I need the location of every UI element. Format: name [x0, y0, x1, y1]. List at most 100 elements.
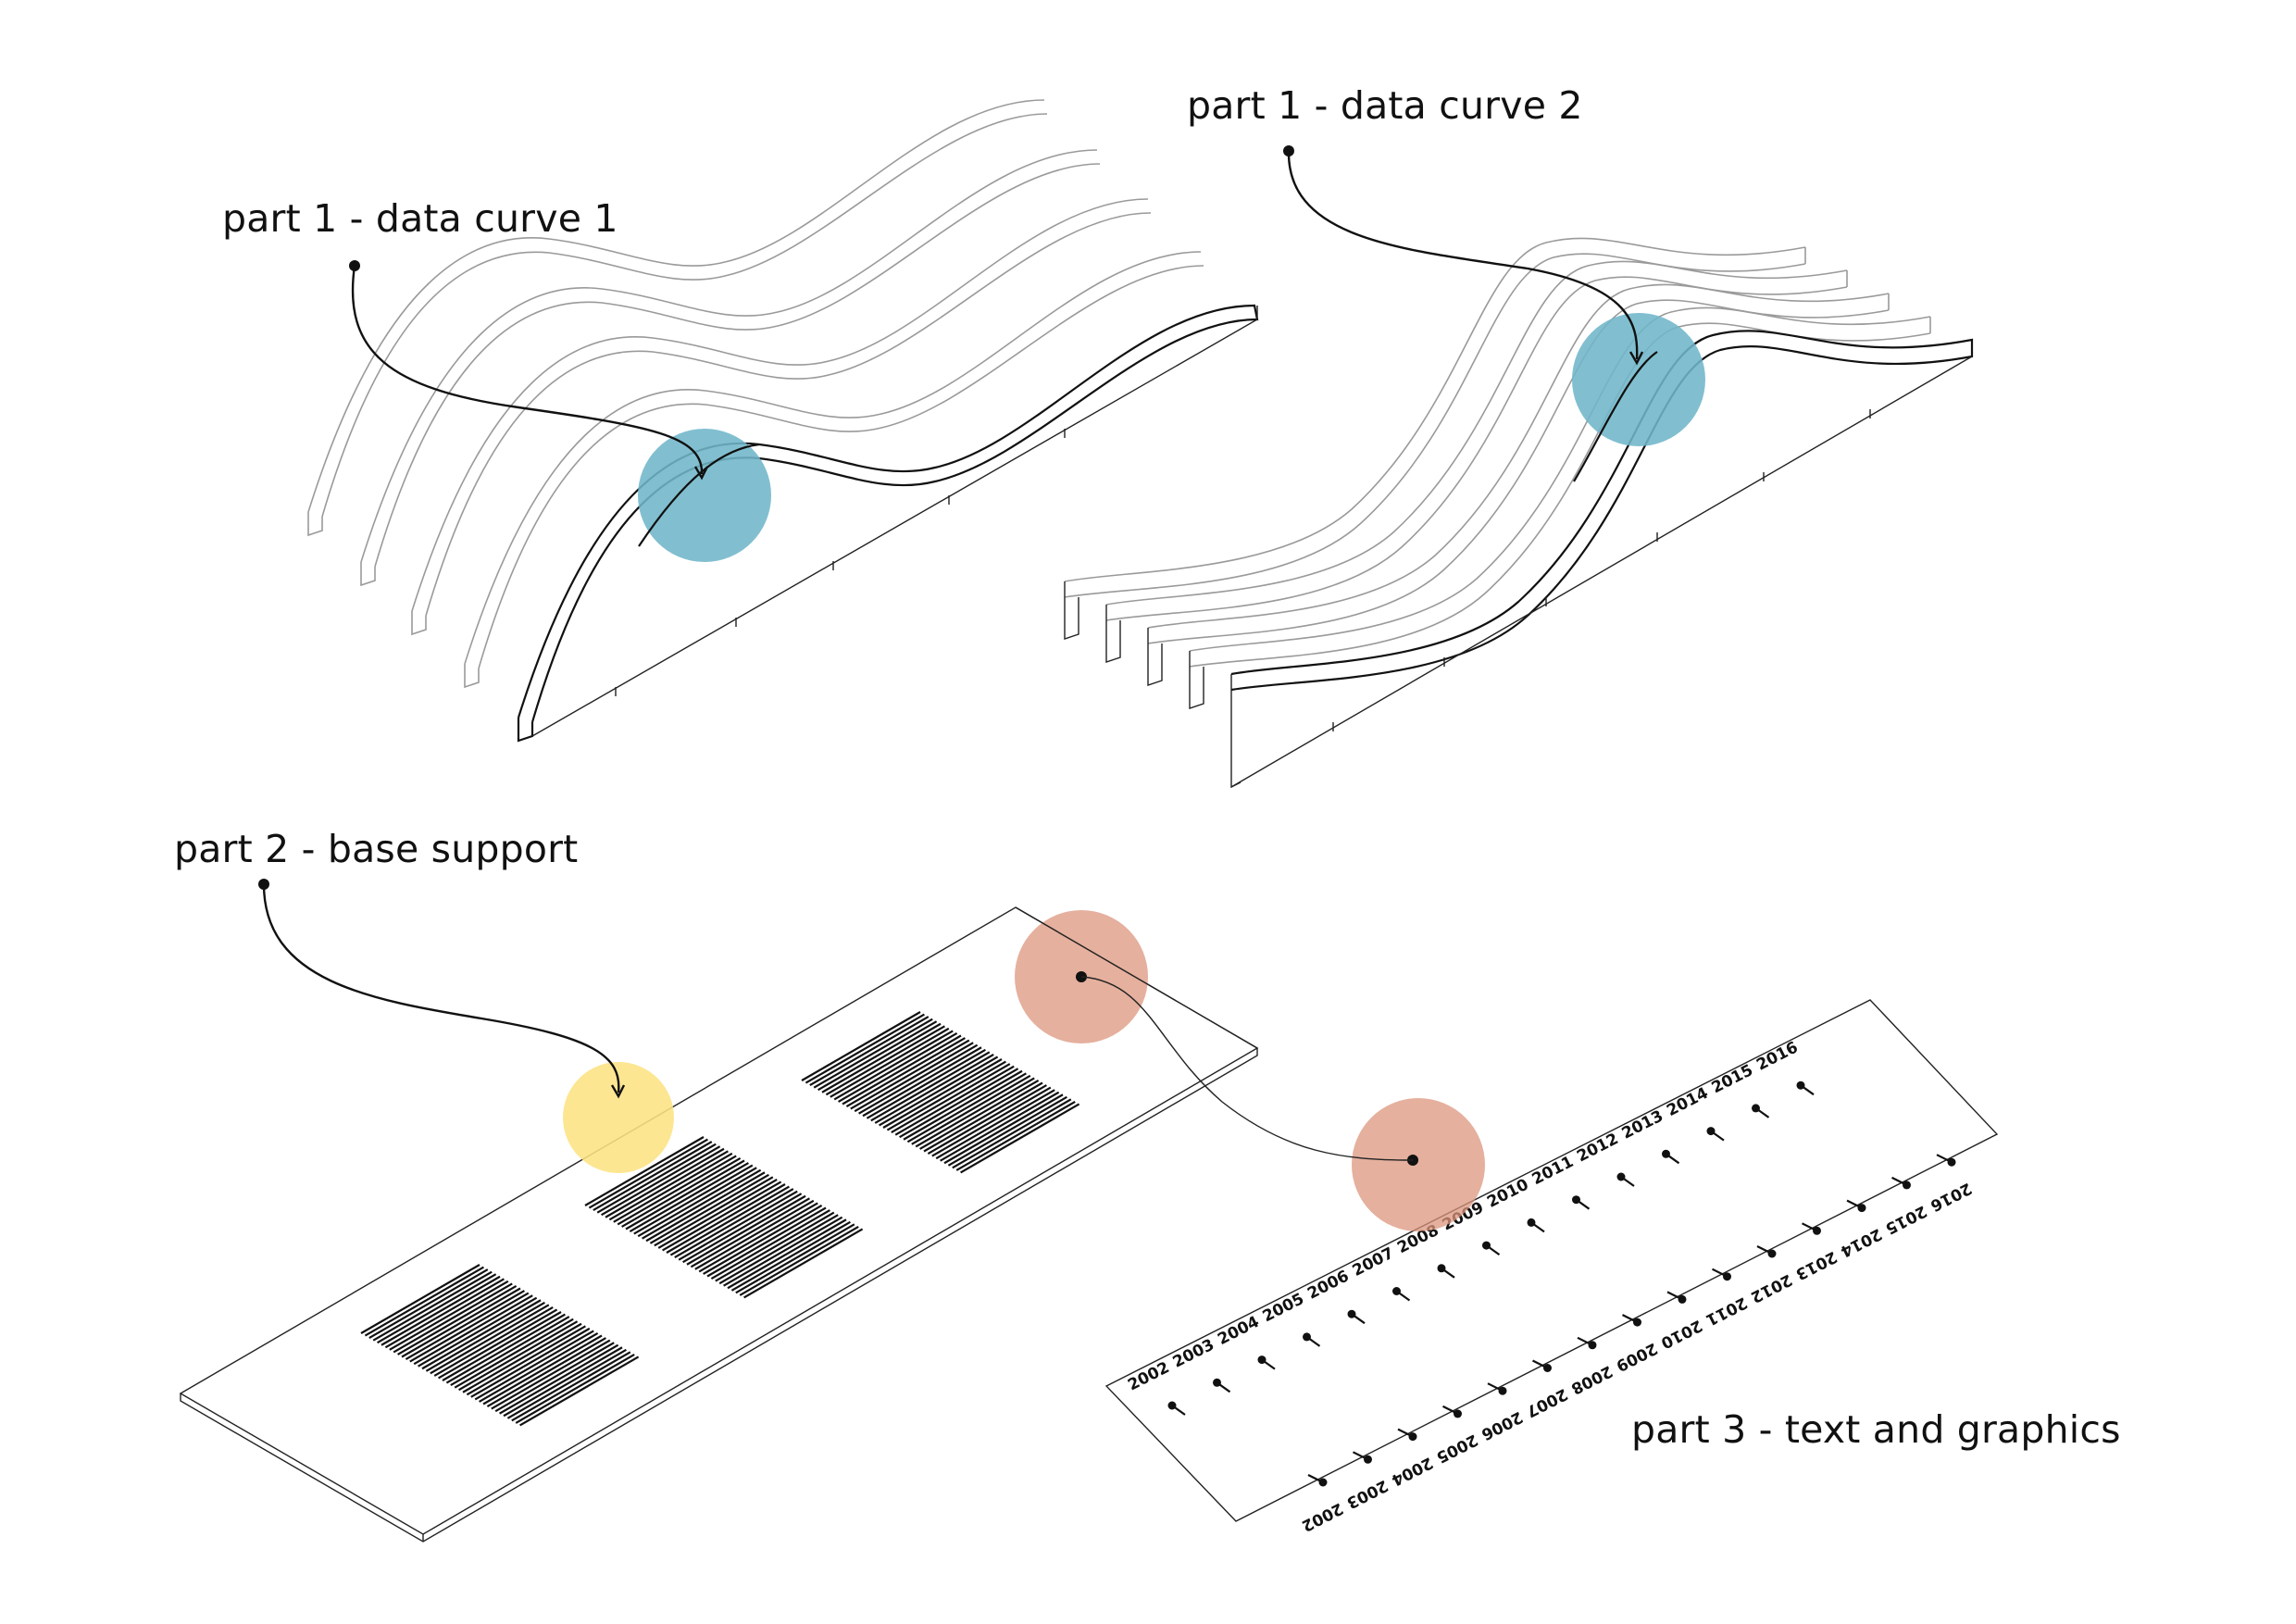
base-slot	[642, 1168, 762, 1240]
svg-text:2006: 2006	[1479, 1407, 1526, 1443]
base-slot	[503, 1346, 623, 1418]
base-slot	[482, 1334, 603, 1405]
base-slot	[669, 1185, 790, 1256]
base-slot	[866, 1048, 986, 1119]
base-support-plate	[179, 906, 1259, 1543]
year-marker-bottom: 2007	[1523, 1359, 1570, 1420]
base-slot	[739, 1225, 859, 1296]
base-slot	[368, 1268, 489, 1340]
svg-text:2003: 2003	[1343, 1476, 1391, 1512]
svg-text:2016: 2016	[1928, 1179, 1975, 1215]
base-slot	[637, 1167, 757, 1238]
base-slot	[405, 1290, 525, 1361]
svg-text:2003: 2003	[1170, 1335, 1217, 1371]
base-slot	[430, 1304, 550, 1375]
base-slot	[743, 1228, 864, 1299]
base-slot	[882, 1058, 1003, 1129]
base-slot	[850, 1039, 970, 1110]
base-slot	[662, 1181, 782, 1252]
base-slot	[454, 1318, 574, 1389]
base-slot	[364, 1266, 484, 1337]
base-slot	[805, 1013, 925, 1084]
svg-text:2010: 2010	[1484, 1175, 1531, 1211]
base-slot	[649, 1173, 769, 1244]
base-slot	[474, 1330, 594, 1401]
base-slot	[718, 1214, 839, 1285]
base-slot	[613, 1152, 733, 1223]
base-slot-group-1	[360, 1264, 640, 1427]
svg-text:2014: 2014	[1837, 1224, 1884, 1260]
base-slot	[931, 1086, 1052, 1157]
base-slot	[919, 1079, 1040, 1150]
svg-text:2013: 2013	[1619, 1106, 1666, 1143]
data-curve-2-rib-2	[1189, 306, 1931, 709]
base-slot	[903, 1069, 1023, 1141]
year-marker-bottom: 2005	[1433, 1405, 1480, 1467]
base-slot	[809, 1016, 930, 1087]
base-slot	[494, 1342, 615, 1413]
highlight-circle-base	[563, 1062, 674, 1173]
base-slot	[927, 1084, 1047, 1156]
base-slot	[654, 1176, 774, 1247]
base-slot	[858, 1043, 979, 1115]
base-slot	[491, 1339, 611, 1410]
year-marker-bottom: 2004	[1388, 1428, 1436, 1490]
base-slot	[425, 1301, 545, 1372]
base-slot	[694, 1199, 815, 1270]
base-slot	[943, 1093, 1064, 1165]
svg-text:2002: 2002	[1125, 1358, 1172, 1394]
base-slot	[381, 1275, 501, 1346]
year-marker-bottom: 2008	[1568, 1336, 1616, 1398]
data-curve-2-front-rib	[1230, 330, 1974, 789]
base-slot	[703, 1204, 823, 1275]
year-marker-bottom: 2010	[1657, 1291, 1705, 1352]
year-labels-top-row: 2002200320042005200620072008200920102011…	[1125, 1038, 1815, 1416]
base-slot	[955, 1100, 1076, 1171]
base-slot	[686, 1194, 806, 1266]
base-slot	[470, 1327, 591, 1398]
base-slot	[401, 1287, 521, 1358]
base-slot	[947, 1095, 1067, 1167]
year-marker-top: 2016	[1753, 1038, 1815, 1096]
svg-text:2009: 2009	[1613, 1339, 1660, 1375]
base-slot	[458, 1320, 579, 1392]
year-marker-bottom: 2016	[1928, 1154, 1975, 1215]
base-slot	[377, 1273, 497, 1344]
base-slot	[389, 1280, 509, 1351]
base-slot	[393, 1282, 513, 1354]
data-curve-2-back-ribs	[1064, 237, 1931, 709]
base-slot	[629, 1162, 749, 1233]
year-marker-bottom: 2013	[1792, 1222, 1840, 1283]
base-slot	[891, 1063, 1011, 1134]
svg-text:2012: 2012	[1748, 1270, 1795, 1306]
base-slot	[605, 1147, 725, 1218]
data-curve-2-rib-4	[1105, 260, 1848, 663]
data-curve-1-rib-2	[464, 251, 1204, 689]
base-slot	[862, 1046, 982, 1118]
base-slot	[608, 1150, 729, 1221]
base-slot	[923, 1081, 1043, 1153]
base-slot	[690, 1197, 810, 1268]
base-slot	[952, 1098, 1072, 1169]
data-curve-2-rib-5	[1064, 237, 1806, 640]
base-slot	[813, 1018, 933, 1089]
base-slot	[894, 1065, 1015, 1136]
svg-text:2015: 2015	[1709, 1061, 1756, 1097]
base-slot	[413, 1294, 533, 1366]
svg-text:2015: 2015	[1882, 1201, 1929, 1237]
data-curve-1-front-rib	[517, 304, 1259, 743]
base-slot	[601, 1145, 721, 1217]
leader-line-base	[258, 879, 626, 1099]
base-slot	[445, 1313, 566, 1384]
leader-line-curve1	[349, 260, 709, 481]
base-slot	[479, 1331, 599, 1403]
base-slot	[817, 1020, 938, 1092]
base-slot	[511, 1351, 631, 1422]
base-slot	[462, 1322, 582, 1393]
base-slot	[886, 1060, 1006, 1131]
base-slot	[854, 1042, 974, 1113]
base-slot	[633, 1164, 754, 1235]
base-slot	[666, 1183, 786, 1254]
base-slot	[499, 1343, 619, 1415]
